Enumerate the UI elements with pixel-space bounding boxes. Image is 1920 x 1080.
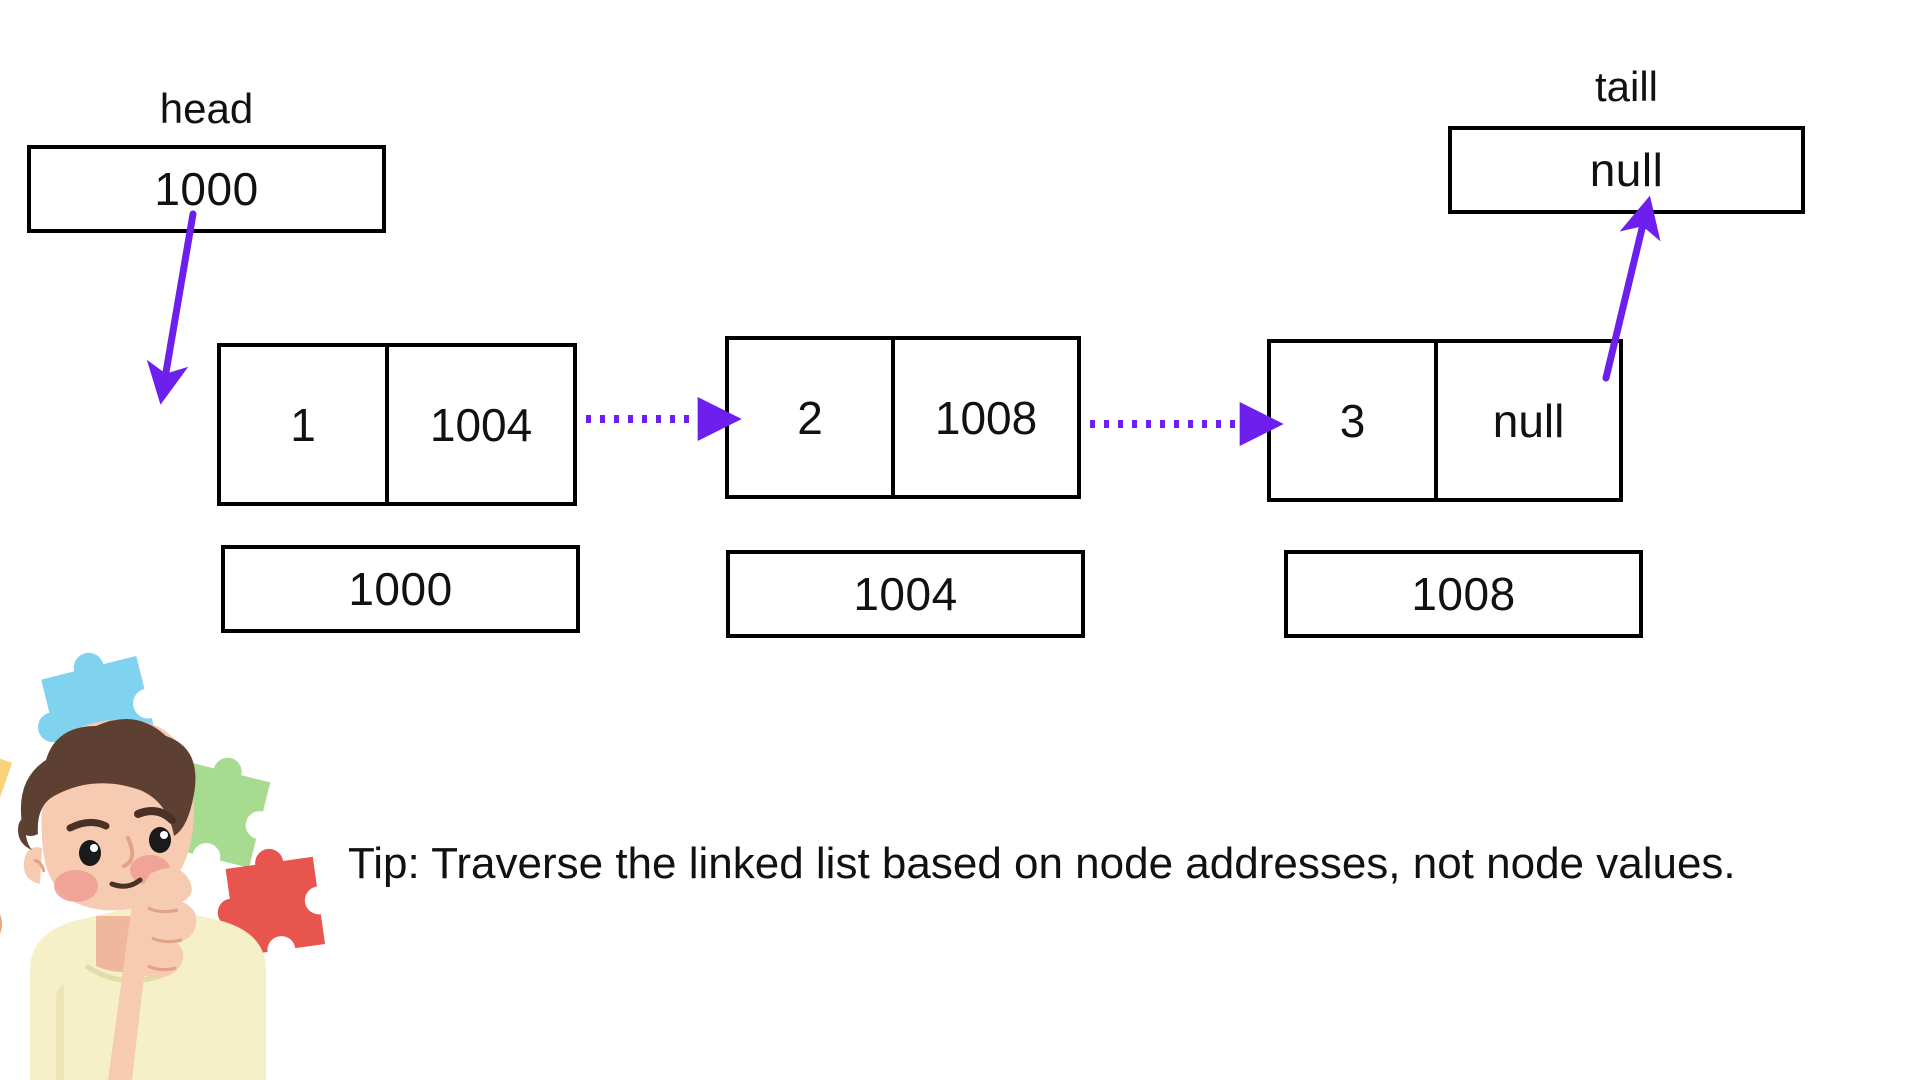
head-pointer-arrow [146, 210, 197, 405]
thinking-boy-illustration [0, 652, 326, 1080]
node-2-address-box: 1004 [726, 550, 1085, 638]
node-1-next: 1004 [429, 398, 533, 451]
boy-head [18, 718, 196, 911]
list-node-2[interactable]: 2 1008 [725, 336, 1081, 499]
node-3-value: 3 [1339, 394, 1366, 447]
node-3-address-box: 1008 [1284, 550, 1643, 638]
puzzle-piece-red-icon [217, 848, 326, 957]
node-2-next: 1008 [934, 391, 1038, 444]
node-1-next-cell: 1004 [389, 347, 573, 502]
tip-text: Tip: Traverse the linked list based on n… [348, 839, 1736, 888]
node-2-address: 1004 [853, 568, 958, 620]
node-3-value-cell: 3 [1271, 343, 1439, 498]
node-3-address: 1008 [1411, 568, 1516, 620]
node-2-next-cell: 1008 [895, 340, 1077, 495]
node-2-value-cell: 2 [729, 340, 896, 495]
head-pointer-box[interactable]: 1000 [27, 145, 386, 233]
head-pointer-label: head [159, 85, 254, 132]
tail-pointer-label: taill [1594, 63, 1659, 110]
node-3-next-cell: null [1438, 343, 1619, 498]
tail-pointer-box[interactable]: null [1448, 126, 1805, 214]
head-pointer-value: 1000 [154, 163, 259, 215]
list-node-1[interactable]: 1 1004 [217, 343, 577, 506]
node-1-address-box: 1000 [221, 545, 580, 633]
boy-arm [108, 867, 197, 1080]
node-2-value: 2 [797, 391, 823, 444]
node-3-next: null [1492, 394, 1565, 447]
tail-pointer-value: null [1589, 144, 1664, 196]
list-node-3[interactable]: 3 null [1267, 339, 1623, 502]
node-1-value-cell: 1 [221, 347, 390, 502]
node-1-address: 1000 [348, 563, 453, 615]
puzzle-piece-orange-icon [0, 914, 2, 934]
node-1-value: 1 [290, 398, 316, 451]
